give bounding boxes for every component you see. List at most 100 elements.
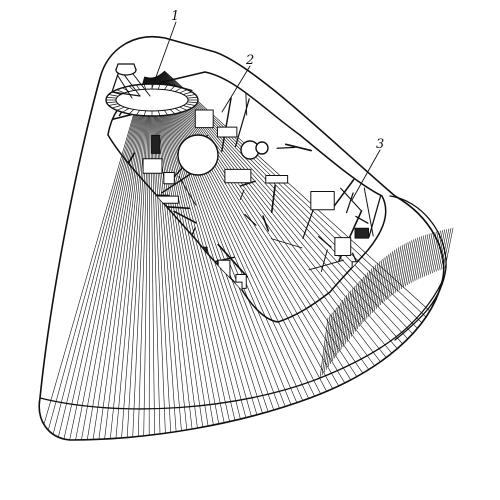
propellant-tank (177, 134, 219, 176)
band-hatch-line (350, 281, 360, 337)
ring-tooth (182, 105, 193, 109)
band-hatch-line (323, 312, 333, 373)
band-hatch-line (328, 307, 337, 367)
equipment-box (142, 158, 163, 174)
band-hatch-line (369, 262, 379, 316)
band-hatch-line (378, 255, 387, 308)
interior-strut (297, 110, 316, 128)
cone-hatch-line (39, 76, 145, 439)
interior-strut (164, 205, 190, 210)
interior-strut (245, 92, 248, 116)
callout-leaders (151, 21, 381, 201)
cone-hatch-line (153, 77, 236, 440)
ring-tooth (128, 85, 135, 91)
interior-strut (139, 193, 170, 197)
band-hatch-line (400, 241, 410, 289)
band-hatch-line (388, 248, 398, 299)
equipment-box (163, 172, 175, 185)
band-hatch-line (438, 229, 448, 271)
cone-hatch-line (155, 76, 265, 439)
cone-hatch-line (154, 76, 253, 440)
ring-tooth (174, 108, 182, 113)
cone-hatch-line (157, 75, 311, 418)
equipment-box (216, 126, 238, 138)
cone-hatch-line (114, 77, 149, 440)
band-hatch-line (371, 260, 381, 314)
ring-tooth (116, 106, 125, 111)
ring-tooth (157, 110, 161, 117)
cone-hatch-line (158, 75, 322, 411)
band-hatch-line (348, 283, 358, 340)
ring-tooth (169, 85, 176, 91)
band-hatch-line (359, 272, 368, 327)
band-hatch-line (321, 315, 331, 376)
ring-tooth (108, 103, 119, 106)
cone-hatch-line (153, 77, 230, 440)
interior-strut (244, 213, 257, 226)
ring-tooth (135, 109, 141, 116)
cone-hatch-line (120, 77, 149, 440)
band-hatch-line (386, 249, 395, 300)
cone-hatch-line (97, 77, 148, 440)
band-hatch-line (355, 276, 364, 332)
equipment-box (346, 126, 364, 135)
band-hatch-line (434, 230, 443, 273)
band-hatch-line (375, 257, 385, 310)
band-hatch-line (411, 236, 420, 283)
cone-hatch-line (149, 77, 156, 440)
interior-strut (221, 97, 232, 152)
cone-hatch-line (157, 75, 316, 414)
band-hatch-line (390, 247, 400, 297)
band-hatch-line (428, 231, 437, 275)
band-hatch-line (403, 240, 412, 288)
equipment-box (310, 190, 335, 211)
band-hatch-line (444, 227, 454, 269)
band-hatch-line (367, 264, 377, 318)
interior-strut (368, 188, 384, 238)
band-hatch-line (421, 233, 431, 278)
ring-tooth (187, 96, 198, 99)
cone-hatch-line (158, 75, 328, 408)
cone-hatch-line (91, 77, 148, 440)
cone-hatch-line (151, 77, 184, 440)
heat-shield-band (39, 195, 454, 410)
equipment-box (265, 175, 289, 184)
interior-strut (363, 187, 374, 237)
band-hatch-line (365, 266, 375, 320)
band-hatch-line (394, 244, 404, 294)
cone-hatch-line (62, 76, 146, 440)
interior-strut (178, 176, 197, 206)
cone-hatch-line (108, 77, 149, 440)
interior-strut (239, 189, 245, 200)
interior-strut (304, 310, 325, 322)
cone-hatch-line (79, 77, 147, 440)
docking-probe (105, 63, 199, 117)
band-hatch-line (340, 292, 350, 350)
leader-line-3 (351, 149, 381, 201)
ring-tooth (169, 109, 176, 115)
band-hatch-line (344, 287, 354, 345)
interior-strut (353, 162, 371, 178)
interior-strut (239, 180, 256, 187)
band-hatch-line (380, 254, 389, 306)
cone-hatch-line (154, 77, 242, 440)
band-hatch-line (407, 238, 416, 286)
cone-hatch-line (131, 77, 150, 440)
interior-strut (250, 87, 276, 105)
interior-strut (284, 143, 312, 152)
band-hatch-line (442, 228, 452, 270)
band-hatch-line (330, 305, 339, 364)
ring-tooth (163, 84, 169, 91)
ring-tooth (106, 96, 117, 99)
ring-tooth (163, 109, 169, 116)
cone-hatch-line (85, 77, 148, 440)
interior-strut (108, 208, 117, 232)
band-hatch-line (425, 232, 435, 276)
equipment-box (334, 237, 352, 257)
cone-hatch-line (155, 76, 276, 434)
interior-strut (333, 178, 355, 207)
cone-hatch-line (158, 74, 334, 404)
cone-hatch-line (152, 77, 213, 440)
cone-hatch-line (154, 76, 248, 440)
